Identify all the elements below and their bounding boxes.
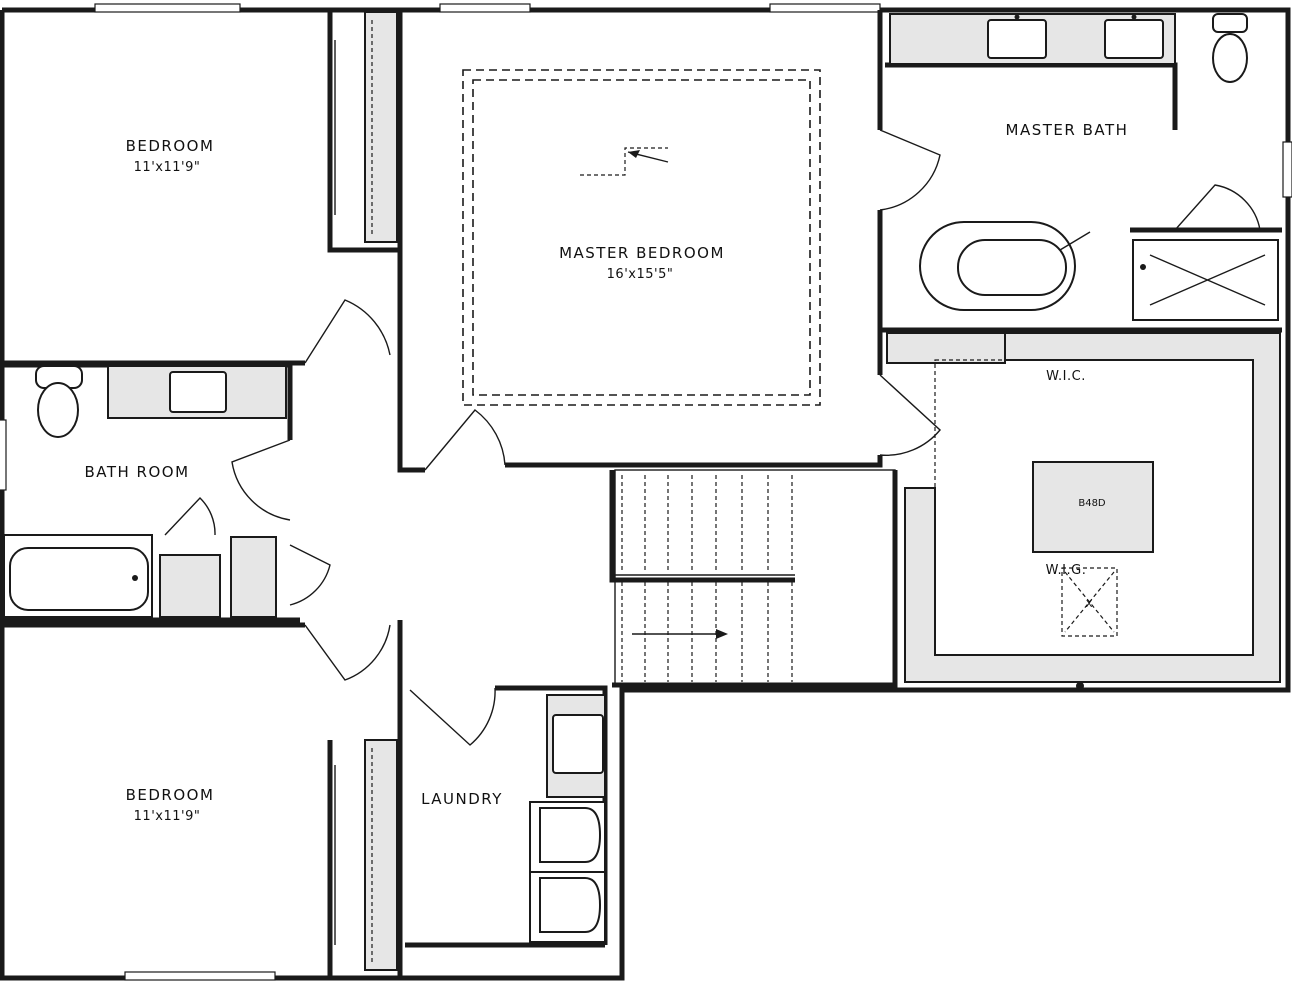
bedroom-top-label: BEDROOM <box>126 137 215 155</box>
window-top-left <box>94 3 241 13</box>
exterior-walls <box>0 3 1292 981</box>
toilet-bath-icon <box>35 365 83 438</box>
sink-left-icon <box>987 19 1047 59</box>
stair-direction-arrow-icon <box>716 629 728 639</box>
wig-safe-icon <box>1061 567 1118 637</box>
laundry-sink <box>546 694 606 798</box>
wic-shelving <box>886 332 1281 683</box>
doors <box>164 129 1261 746</box>
window-top-master-right <box>769 3 881 13</box>
window-master-bath-side <box>1282 141 1292 198</box>
window-bath-side <box>0 419 7 491</box>
sink-right-icon <box>1104 19 1164 59</box>
closet-bottom-bedroom <box>334 739 398 971</box>
sink-bath-icon <box>169 371 227 413</box>
wic-label: W.I.C. <box>1046 369 1086 384</box>
master-bath-label: MASTER BATH <box>1006 121 1129 139</box>
ceiling-fan-indicator <box>580 147 669 176</box>
laundry-label: LAUNDRY <box>421 790 503 808</box>
bedroom-top-size: 11'x11'9" <box>134 160 201 175</box>
bath-room-label: BATH ROOM <box>84 463 189 481</box>
wig-mark: X <box>1086 599 1093 610</box>
staircase <box>612 469 896 686</box>
bathtub-icon <box>3 534 153 618</box>
wig-label: W.I.G. <box>1046 563 1087 578</box>
toilet-master-icon <box>1212 13 1248 83</box>
wic-island-icon <box>1032 461 1154 553</box>
master-bedroom-size: 16'x15'5" <box>607 267 674 282</box>
wic-light-icon <box>1076 682 1084 690</box>
dryer-icon <box>529 871 606 943</box>
master-bedroom-label: MASTER BEDROOM <box>559 244 725 262</box>
bedroom-bottom-size: 11'x11'9" <box>134 809 201 824</box>
shower-icon <box>1132 239 1279 321</box>
window-top-master-left <box>439 3 531 13</box>
bed-label: B48D <box>1078 498 1106 509</box>
bedroom-bottom-label: BEDROOM <box>126 786 215 804</box>
washer-icon <box>529 801 606 873</box>
tray-ceiling <box>462 69 821 406</box>
window-bottom-left <box>124 971 276 981</box>
double-vanity <box>889 13 1176 65</box>
closet-top-bedroom <box>334 11 398 243</box>
linen-cabinets <box>159 536 277 618</box>
vanity-bath <box>107 365 287 419</box>
freestanding-tub-icon <box>919 221 1091 311</box>
